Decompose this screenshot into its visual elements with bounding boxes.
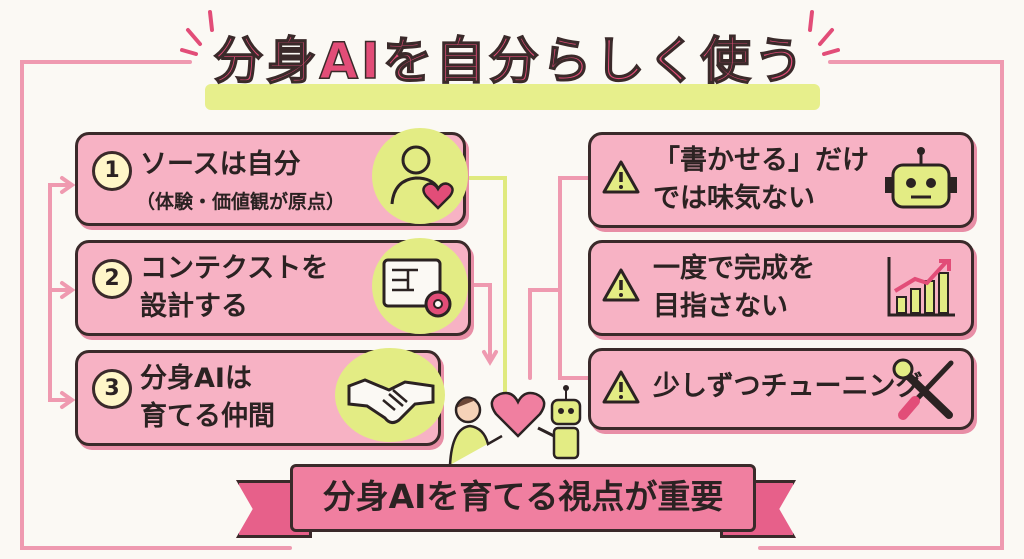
warning-icon <box>602 268 640 302</box>
handshake-icon <box>347 378 435 425</box>
blueprint-gear-icon <box>382 258 452 318</box>
left-card-3-line1: 分身AIは <box>140 363 252 394</box>
left-card-2-line1: コンテクストを <box>140 253 329 284</box>
number-badge: 1 <box>92 151 132 191</box>
warning-icon <box>602 370 640 404</box>
right-card-1-line1: 「書かせる」だけ <box>653 145 869 176</box>
number-badge: 3 <box>92 369 132 409</box>
right-card-3-line1: 少しずつチューニング <box>653 371 923 402</box>
left-card-1-subtitle: （体験・価値観が原点） <box>136 191 346 213</box>
right-card-3: 少しずつチューニング <box>588 348 974 430</box>
growth-chart-icon <box>887 257 955 317</box>
right-card-1-line2: では味気ない <box>653 183 815 214</box>
icon-circle <box>372 128 468 224</box>
robot-face-icon <box>885 147 957 209</box>
banner-text: 分身AIを育てる視点が重要 <box>322 477 724 516</box>
left-card-1-title: ソースは自分 <box>140 149 301 180</box>
right-card-2-line1: 一度で完成を <box>653 253 815 284</box>
left-card-2-line2: 設計する <box>140 291 248 322</box>
number-badge: 2 <box>92 259 132 299</box>
wrench-screwdriver-icon <box>892 358 954 420</box>
right-card-1: 「書かせる」だけ では味気ない <box>588 132 974 228</box>
banner-ribbon <box>290 464 756 532</box>
warning-icon <box>602 160 640 194</box>
page-title: 分身AIを自分らしく使う <box>213 31 807 91</box>
person-robot-heart-illustration <box>448 385 582 466</box>
right-card-2: 一度で完成を 目指さない <box>588 240 974 336</box>
title-highlight <box>205 84 820 110</box>
right-card-2-line2: 目指さない <box>653 291 788 322</box>
person-heart-icon <box>390 145 454 210</box>
left-card-3-line2: 育てる仲間 <box>140 401 275 432</box>
